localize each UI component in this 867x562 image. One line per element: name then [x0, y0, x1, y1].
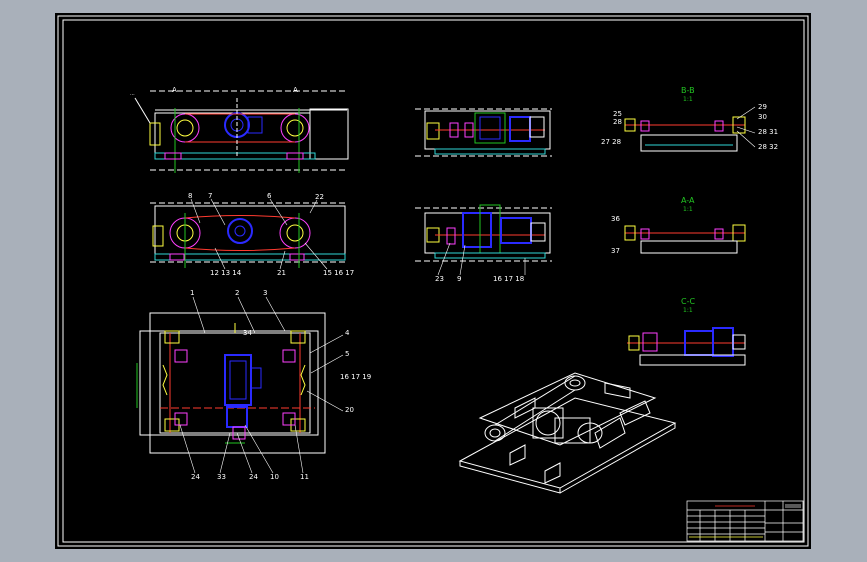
section-cc-scale: 1:1: [683, 307, 693, 314]
callout-21: 21: [277, 269, 286, 277]
callout-12-13-14: 12 13 14: [210, 269, 242, 277]
front-elevation-bottom: [150, 202, 347, 268]
callout-28: 28: [613, 118, 622, 126]
section-aa-title: A-A: [681, 196, 695, 205]
section-bb-scale: 1:1: [683, 96, 693, 103]
callout-8: 8: [188, 192, 192, 200]
callout-10: 10: [270, 473, 279, 481]
callout-16-17-18: 16 17 18: [493, 275, 524, 283]
callout-22: 22: [315, 193, 324, 201]
callout-29: 29: [758, 103, 767, 111]
callout-34: 34: [243, 329, 252, 337]
outer-border: [57, 15, 809, 547]
callout-27-28: 27 28: [601, 138, 621, 146]
callout-20: 20: [345, 406, 354, 414]
callout-2: 2: [235, 289, 239, 297]
section-aa-scale: 1:1: [683, 206, 693, 213]
section-aa: A-A 1:1: [624, 196, 746, 254]
callout-15-16-17: 15 16 17: [323, 269, 354, 277]
section-cc: C-C 1:1: [627, 297, 746, 366]
callout-7: 7: [208, 192, 212, 200]
callout-28-31: 28 31: [758, 128, 778, 136]
callout-37: 37: [611, 247, 620, 255]
inner-border: [62, 19, 805, 543]
section-mark-a: A: [172, 86, 177, 94]
callout-9: 9: [457, 275, 461, 283]
callout-30: 30: [758, 113, 767, 121]
callout-25: 25: [613, 110, 622, 118]
section-bb: B-B 1:1: [624, 86, 746, 152]
plan-view: [136, 312, 326, 454]
section-cc-title: C-C: [681, 297, 695, 306]
front-elevation-top: ... A A: [130, 86, 349, 173]
callout-5: 5: [345, 350, 349, 358]
title-block: [686, 500, 804, 542]
drawing-sheet: ... A A: [55, 13, 811, 549]
callout-33: 33: [217, 473, 226, 481]
callout-6: 6: [267, 192, 272, 200]
callout-28-32: 28 32: [758, 143, 778, 151]
callout-1: 1: [190, 289, 194, 297]
leader-lines: [179, 106, 756, 474]
callout-24a: 24: [191, 473, 200, 481]
section-bb-title: B-B: [681, 86, 695, 95]
center-elevation-top: [415, 108, 552, 157]
section-mark-a2: A: [293, 86, 298, 94]
note-label: ...: [130, 91, 135, 97]
drawing-canvas: ... A A: [57, 15, 809, 547]
callout-11: 11: [300, 473, 309, 481]
callout-36: 36: [611, 215, 620, 223]
isometric-view: [458, 372, 677, 494]
callout-24b: 24: [249, 473, 258, 481]
callout-labels: 8 7 6 22 12 13 14 21 15 16 17 1 2 3 4 5 …: [188, 103, 778, 481]
center-elevation-bottom: [415, 204, 552, 262]
callout-16-17-19: 16 17 19: [340, 373, 371, 381]
callout-23: 23: [435, 275, 444, 283]
callout-3: 3: [263, 289, 267, 297]
callout-4: 4: [345, 329, 350, 337]
